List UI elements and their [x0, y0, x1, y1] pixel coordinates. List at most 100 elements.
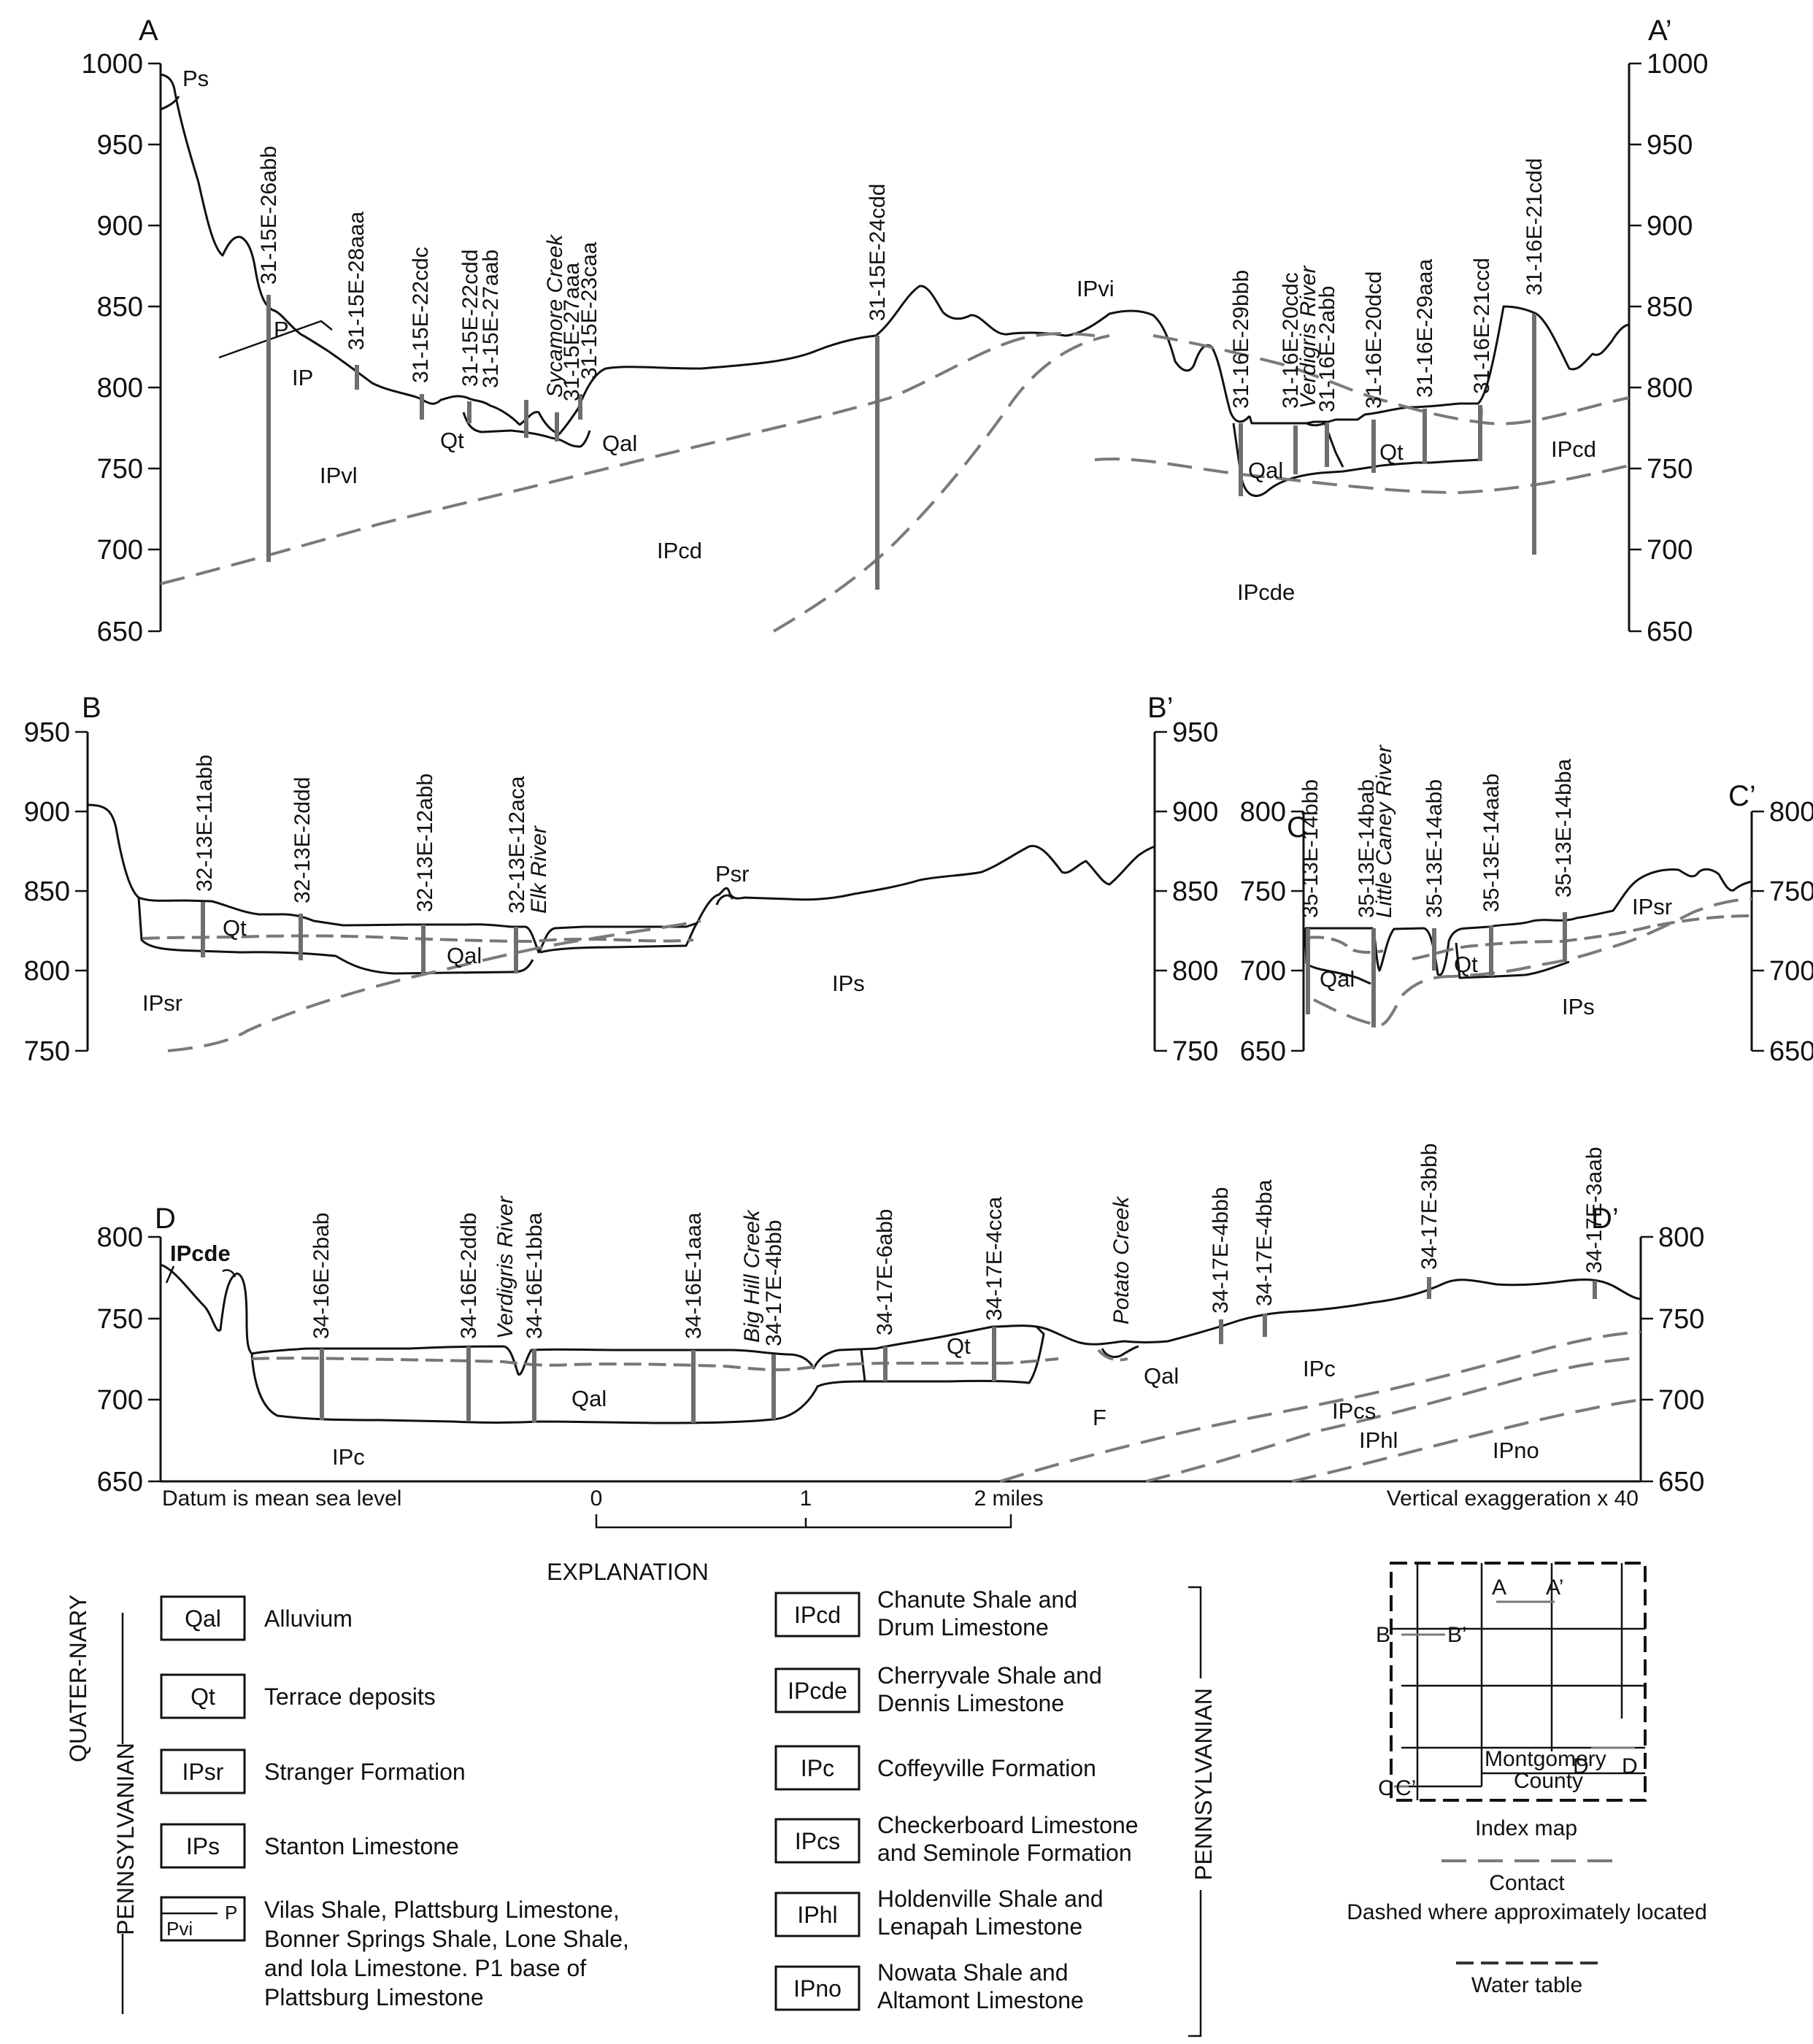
scale-label: 2 miles: [974, 1486, 1043, 1511]
section-a-right-tick: 650: [1647, 617, 1693, 647]
section-b-unit-label: Qt: [223, 915, 247, 941]
section-d-well-label: 34-16E-2ddb: [457, 1213, 481, 1339]
section-a-well-label: 31-16E-21cdd: [1523, 158, 1547, 296]
section-c-left-tick: 650: [1240, 1036, 1286, 1067]
section-a-right-tick: 700: [1647, 535, 1693, 566]
section-d-potato-wt: [1097, 1349, 1128, 1362]
section-d-well-label: 34-17E-4cca: [982, 1197, 1006, 1321]
legend-box-pcs: [774, 1818, 861, 1864]
section-d-well-label: 34-17E-3bbb: [1417, 1144, 1441, 1270]
legend-text: Drum Limestone: [877, 1614, 1049, 1640]
section-a-unit-label: Qal: [602, 431, 637, 456]
section-b-unit-label: IPsr: [142, 990, 182, 1016]
index-map-grid: [1391, 1563, 1645, 1800]
section-d-river-label: Big Hill Creek: [740, 1208, 764, 1343]
explanation-title: EXPLANATION: [547, 1559, 709, 1585]
section-b-well-label: 32-13E-12aca: [505, 776, 529, 914]
section-b-unit-label: IPs: [832, 971, 865, 996]
section-d-contact-2: [1145, 1356, 1641, 1483]
legend-text: Vilas Shale, Plattsburg Limestone,: [264, 1897, 620, 1923]
section-a-well-label: 31-16E-29bbb: [1229, 270, 1253, 409]
section-d-unit-label: IPno: [1493, 1438, 1539, 1463]
section-a-right-tick: 900: [1647, 211, 1693, 242]
section-b-well-label: 32-13E-2ddd: [290, 777, 315, 903]
section-c-unit-label: IPs: [1562, 994, 1595, 1019]
legend-box-pno: [774, 1965, 861, 2011]
section-d-ground-surface: [160, 1263, 1641, 1376]
section-b-qal-base: [539, 922, 698, 954]
legend-text: Terrace deposits: [264, 1684, 436, 1710]
section-b-ground-surface: [87, 803, 1155, 954]
section-c-well-label: 35-13E-14aab: [1479, 774, 1504, 912]
quaternary-label: QUATER-NARY: [65, 1594, 91, 1762]
contact-note: Dashed where approximately located: [1347, 1900, 1707, 1924]
section-a-unit-label: Ps: [182, 66, 209, 91]
section-d-unit-label: IPhl: [1359, 1427, 1398, 1453]
pennsylvanian-label-left: PENNSYLVANIAN: [112, 1743, 139, 1935]
section-c-well-label: 35-13E-14bbb: [1298, 779, 1323, 918]
section-b-contact: [167, 919, 701, 1052]
section-a-well-label: 31-15E-23caa: [577, 242, 601, 379]
section-b-right-tick: 800: [1172, 956, 1218, 987]
section-a-unit-label: IPvl: [320, 463, 358, 488]
section-b-river-label: Elk River: [527, 825, 551, 914]
index-map-title: Index map: [1475, 1816, 1577, 1840]
section-c-unit-label: Qt: [1454, 952, 1478, 977]
section-d-contact-3: [1291, 1398, 1641, 1483]
section-d-unit-label: IPc: [332, 1444, 365, 1470]
legend-text: Stranger Formation: [264, 1759, 466, 1785]
section-d-potato-creek: [1101, 1345, 1139, 1359]
legend-code: IPno: [793, 1975, 842, 2002]
legend-text: Chanute Shale and: [877, 1586, 1077, 1613]
section-d-well-label: 34-17E-4bba: [1252, 1179, 1277, 1306]
section-a-unit-label: IPvi: [1077, 276, 1115, 301]
section-b-well-label: 32-13E-12abb: [413, 774, 437, 912]
scale-label: 0: [590, 1486, 603, 1511]
section-c-right-tick: 800: [1769, 797, 1813, 828]
section-c-right-tick: 650: [1769, 1036, 1813, 1067]
section-d: D D’ 800 750 700 650 800 750 700 650: [97, 1144, 1705, 1497]
section-c-qt-base: [1455, 942, 1570, 979]
scale-bar: Datum is mean sea level Vertical exagger…: [162, 1486, 1639, 1529]
section-d-unit-label: IPcde: [170, 1241, 231, 1266]
section-a-well-label: 31-15E-26abb: [257, 146, 281, 285]
index-map-point: B: [1376, 1623, 1390, 1647]
section-a-well-label: 31-15E-28aaa: [344, 212, 369, 350]
section-d-qt-base: [860, 1349, 866, 1382]
section-a-unit-label: Qt: [1379, 439, 1404, 465]
section-a-unit-label: IPcde: [1237, 579, 1295, 605]
index-map-point: D: [1573, 1754, 1589, 1778]
legend-code: IPhl: [797, 1902, 837, 1928]
section-d-well-label: 34-17E-4bbb: [762, 1220, 786, 1346]
section-b-right-tick: 950: [1172, 717, 1218, 748]
section-a-unit-label: Qt: [440, 428, 464, 453]
section-d-left-tick: 650: [97, 1467, 143, 1497]
section-d-left-tick: 750: [97, 1304, 143, 1335]
section-d-qal-base: [250, 1325, 1045, 1424]
datum-note: Datum is mean sea level: [162, 1486, 401, 1511]
section-d-right-tick: 650: [1658, 1467, 1704, 1497]
section-b-right-label: B’: [1147, 692, 1174, 724]
section-c-left-tick: 750: [1240, 876, 1286, 907]
section-c-well-label: 35-13E-14bba: [1552, 759, 1576, 898]
section-a-right-tick: 850: [1647, 292, 1693, 323]
scale-bar-line: [595, 1514, 1012, 1529]
index-map-point: D: [1622, 1754, 1638, 1778]
legend-box-pc: [774, 1745, 861, 1791]
section-b-left-tick: 800: [24, 956, 70, 987]
section-d-well-label: 34-16E-1aaa: [682, 1212, 706, 1339]
legend-box-vilas: [160, 1896, 246, 1942]
section-c-left-tick: 800: [1240, 797, 1286, 828]
section-a-left-tick: 700: [97, 535, 143, 566]
legend-text: Plattsburg Limestone: [264, 1984, 484, 2010]
section-a-left-tick: 900: [97, 211, 143, 242]
section-a-right-label: A’: [1648, 15, 1672, 47]
section-b-right-tick: 750: [1172, 1036, 1218, 1067]
legend-text: Cherryvale Shale and: [877, 1662, 1102, 1689]
section-a-unit-label: IP: [292, 365, 313, 390]
section-b-unit-label: Psr: [715, 861, 750, 887]
section-a-well-label: 31-15E-24cdd: [866, 184, 890, 321]
section-c-river-label: Little Caney River: [1372, 744, 1396, 918]
section-a-right-tick: 1000: [1647, 49, 1709, 80]
